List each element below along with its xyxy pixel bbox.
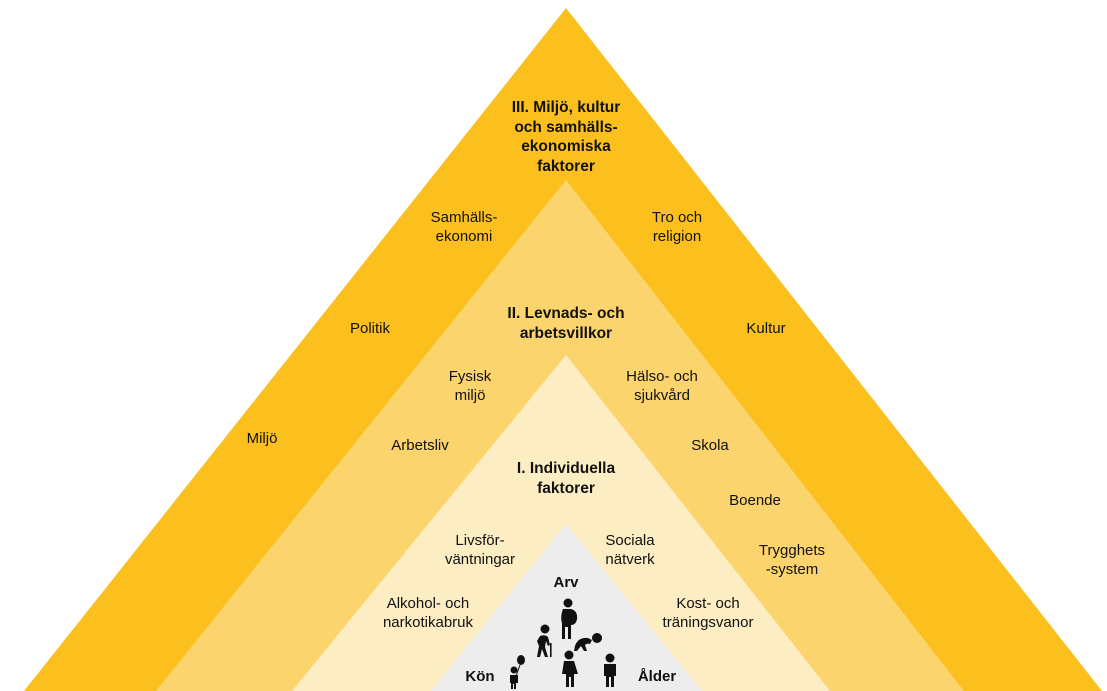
label-kost-line-1: Kost- och xyxy=(676,595,740,612)
label-alkohol-och-narkotikabruk: Alkohol- och narkotikabruk xyxy=(358,594,498,632)
level-2-title-line-1: II. Levnads- och xyxy=(507,305,625,322)
label-halso-line-2: sjukvård xyxy=(634,387,690,404)
label-samhallsekonomi-line-2: ekonomi xyxy=(435,228,493,245)
label-arbetsliv: Arbetsliv xyxy=(391,437,449,454)
label-sociala-line-2: nätverk xyxy=(605,551,655,568)
label-miljo: Miljö xyxy=(246,430,278,447)
elderly-person-icon xyxy=(537,624,552,657)
label-skola: Skola xyxy=(691,437,729,454)
level-3-title-line-3: ekonomiska xyxy=(521,138,611,155)
label-kon: Kön xyxy=(465,668,495,685)
level-1-title-line-2: faktorer xyxy=(537,479,595,497)
label-halso-och-sjukvard: Hälso- och sjukvård xyxy=(607,367,717,405)
label-samhallsekonomi-line-1: Samhälls- xyxy=(430,209,498,226)
label-fysisk-line-2: miljö xyxy=(454,387,486,404)
core-triangle xyxy=(431,524,702,691)
label-livsforv-line-1: Livsför- xyxy=(455,532,505,549)
level-1-triangle xyxy=(292,355,830,691)
label-tro-line-1: Tro och xyxy=(651,209,703,226)
woman-icon xyxy=(562,650,578,687)
label-livsforv-line-2: väntningar xyxy=(444,551,516,568)
level-3-title: III. Miljö, kultur och samhälls- ekonomi… xyxy=(466,98,666,176)
label-trygghet-line-1: Trygghets xyxy=(758,542,826,559)
label-arv: Arv xyxy=(553,574,579,591)
label-livsforvantningar: Livsför- väntningar xyxy=(420,531,540,569)
label-trygghetssystem: Trygghets -system xyxy=(742,541,842,579)
child-with-balloon-icon xyxy=(510,655,525,689)
level-2-title-line-2: arbetsvillkor xyxy=(519,324,613,342)
label-halso-line-1: Hälso- och xyxy=(626,368,698,385)
level-1-title-line-1: I. Individuella xyxy=(516,460,616,477)
level-3-title-line-2: och samhälls- xyxy=(514,118,618,136)
label-trygghet-line-2: -system xyxy=(765,561,819,578)
label-fysisk-miljo: Fysisk miljö xyxy=(420,367,520,405)
label-sociala-natverk: Sociala nätverk xyxy=(580,531,680,569)
label-politik: Politik xyxy=(349,320,390,337)
label-fysisk-line-1: Fysisk xyxy=(448,368,492,385)
label-kultur: Kultur xyxy=(746,320,786,337)
pregnant-woman-icon xyxy=(561,598,578,639)
label-tro-och-religion: Tro och religion xyxy=(622,208,732,246)
level-2-title: II. Levnads- och arbetsvillkor xyxy=(466,304,666,343)
label-alkohol-line-1: Alkohol- och xyxy=(386,595,470,612)
level-3-title-line-1: III. Miljö, kultur xyxy=(511,99,621,116)
label-samhallsekonomi: Samhälls- ekonomi xyxy=(409,208,519,246)
crawling-baby-icon xyxy=(574,633,602,651)
label-kost-och-traningsvanor: Kost- och träningsvanor xyxy=(638,594,778,632)
man-icon xyxy=(604,653,616,687)
level-1-title: I. Individuella faktorer xyxy=(476,459,656,498)
level-3-title-line-4: faktorer xyxy=(537,157,595,175)
label-alder: Ålder xyxy=(637,668,677,685)
label-tro-line-2: religion xyxy=(652,228,702,245)
label-alkohol-line-2: narkotikabruk xyxy=(382,614,474,631)
label-boende: Boende xyxy=(729,492,781,509)
label-sociala-line-1: Sociala xyxy=(605,532,655,549)
label-kost-line-2: träningsvanor xyxy=(662,614,754,631)
